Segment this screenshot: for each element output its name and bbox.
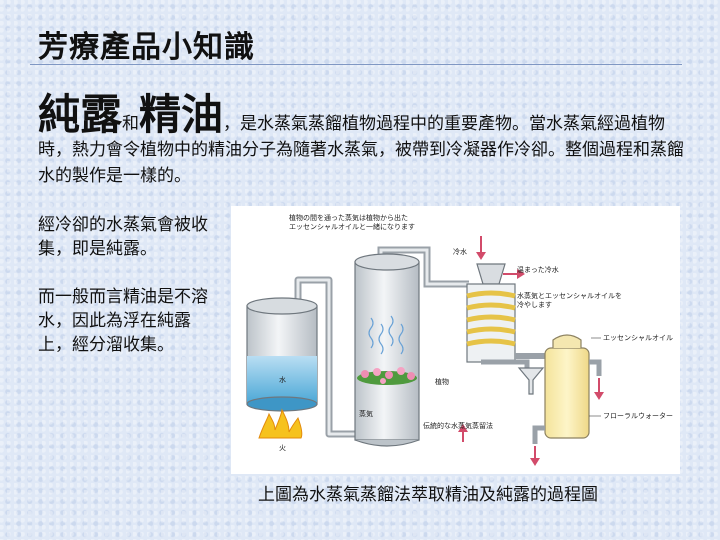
- fire-label: 火: [279, 444, 286, 452]
- steam-oil-label-line1: 水蒸気とエッセンシャルオイルを: [517, 291, 622, 300]
- method-label: 伝統的な水蒸気蒸留法: [423, 421, 493, 430]
- page-title: 芳療產品小知識: [38, 30, 255, 65]
- fire-icon: [258, 408, 303, 439]
- hydrosol-term: 純露: [38, 90, 123, 139]
- side-notes: 經冷卻的水蒸氣會被收集，即是純露。 而一般而言精油是不溶水，因此為浮在純露上，經…: [38, 213, 223, 381]
- cold-water-label: 冷水: [453, 247, 467, 256]
- warm-water-label: 温まった冷水: [517, 265, 559, 274]
- steam-label: 蒸気: [359, 409, 373, 418]
- oil-out-arrow: [594, 378, 604, 400]
- funnel: [517, 367, 545, 395]
- cold-water-arrow: [476, 236, 486, 260]
- distillation-diagram-svg: 水 火 植物 蒸気: [246, 213, 673, 466]
- title-divider: [30, 64, 682, 65]
- side-note-hydrosol: 經冷卻的水蒸氣會被收集，即是純露。: [38, 215, 208, 259]
- condenser: [466, 263, 556, 374]
- warm-water-arrow: [503, 269, 525, 279]
- note-steam-oil-line1: 植物の間を通った蒸気は植物から出た: [289, 213, 408, 222]
- water-tank: [246, 297, 318, 412]
- figure-caption: 上圖為水蒸氣蒸餾法萃取精油及純露的過程圖: [258, 485, 598, 505]
- side-note-oil: 而一般而言精油是不溶水，因此為浮在純露上，經分溜收集。: [38, 287, 208, 355]
- intro-text: ，是水蒸氣蒸餾植物過程中的重要產物。當水蒸氣經過植物時，熱力會令植物中的精油分子…: [38, 114, 684, 186]
- and-word: 和: [122, 114, 140, 134]
- distillation-still: [354, 253, 420, 447]
- essential-oil-label: エッセンシャルオイル: [603, 334, 673, 342]
- separator-flask: [532, 334, 602, 444]
- water-label: 水: [279, 375, 286, 384]
- plants-label: 植物: [435, 377, 449, 386]
- bottom-inlet-arrow: [458, 424, 468, 442]
- floral-water-label: フローラルウォーター: [603, 411, 673, 420]
- water-out-arrow: [530, 446, 540, 466]
- note-steam-oil-line2: エッセンシャルオイルと一緒になります: [289, 222, 415, 231]
- intro-paragraph: 純露和精油，是水蒸氣蒸餾植物過程中的重要產物。當水蒸氣經過植物時，熱力會令植物中…: [38, 94, 690, 189]
- steam-oil-label-line2: 冷やします: [517, 300, 552, 309]
- plant-material: [357, 367, 417, 385]
- essential-oil-term: 精油: [139, 90, 224, 139]
- distillation-diagram: 水 火 植物 蒸気: [231, 206, 680, 474]
